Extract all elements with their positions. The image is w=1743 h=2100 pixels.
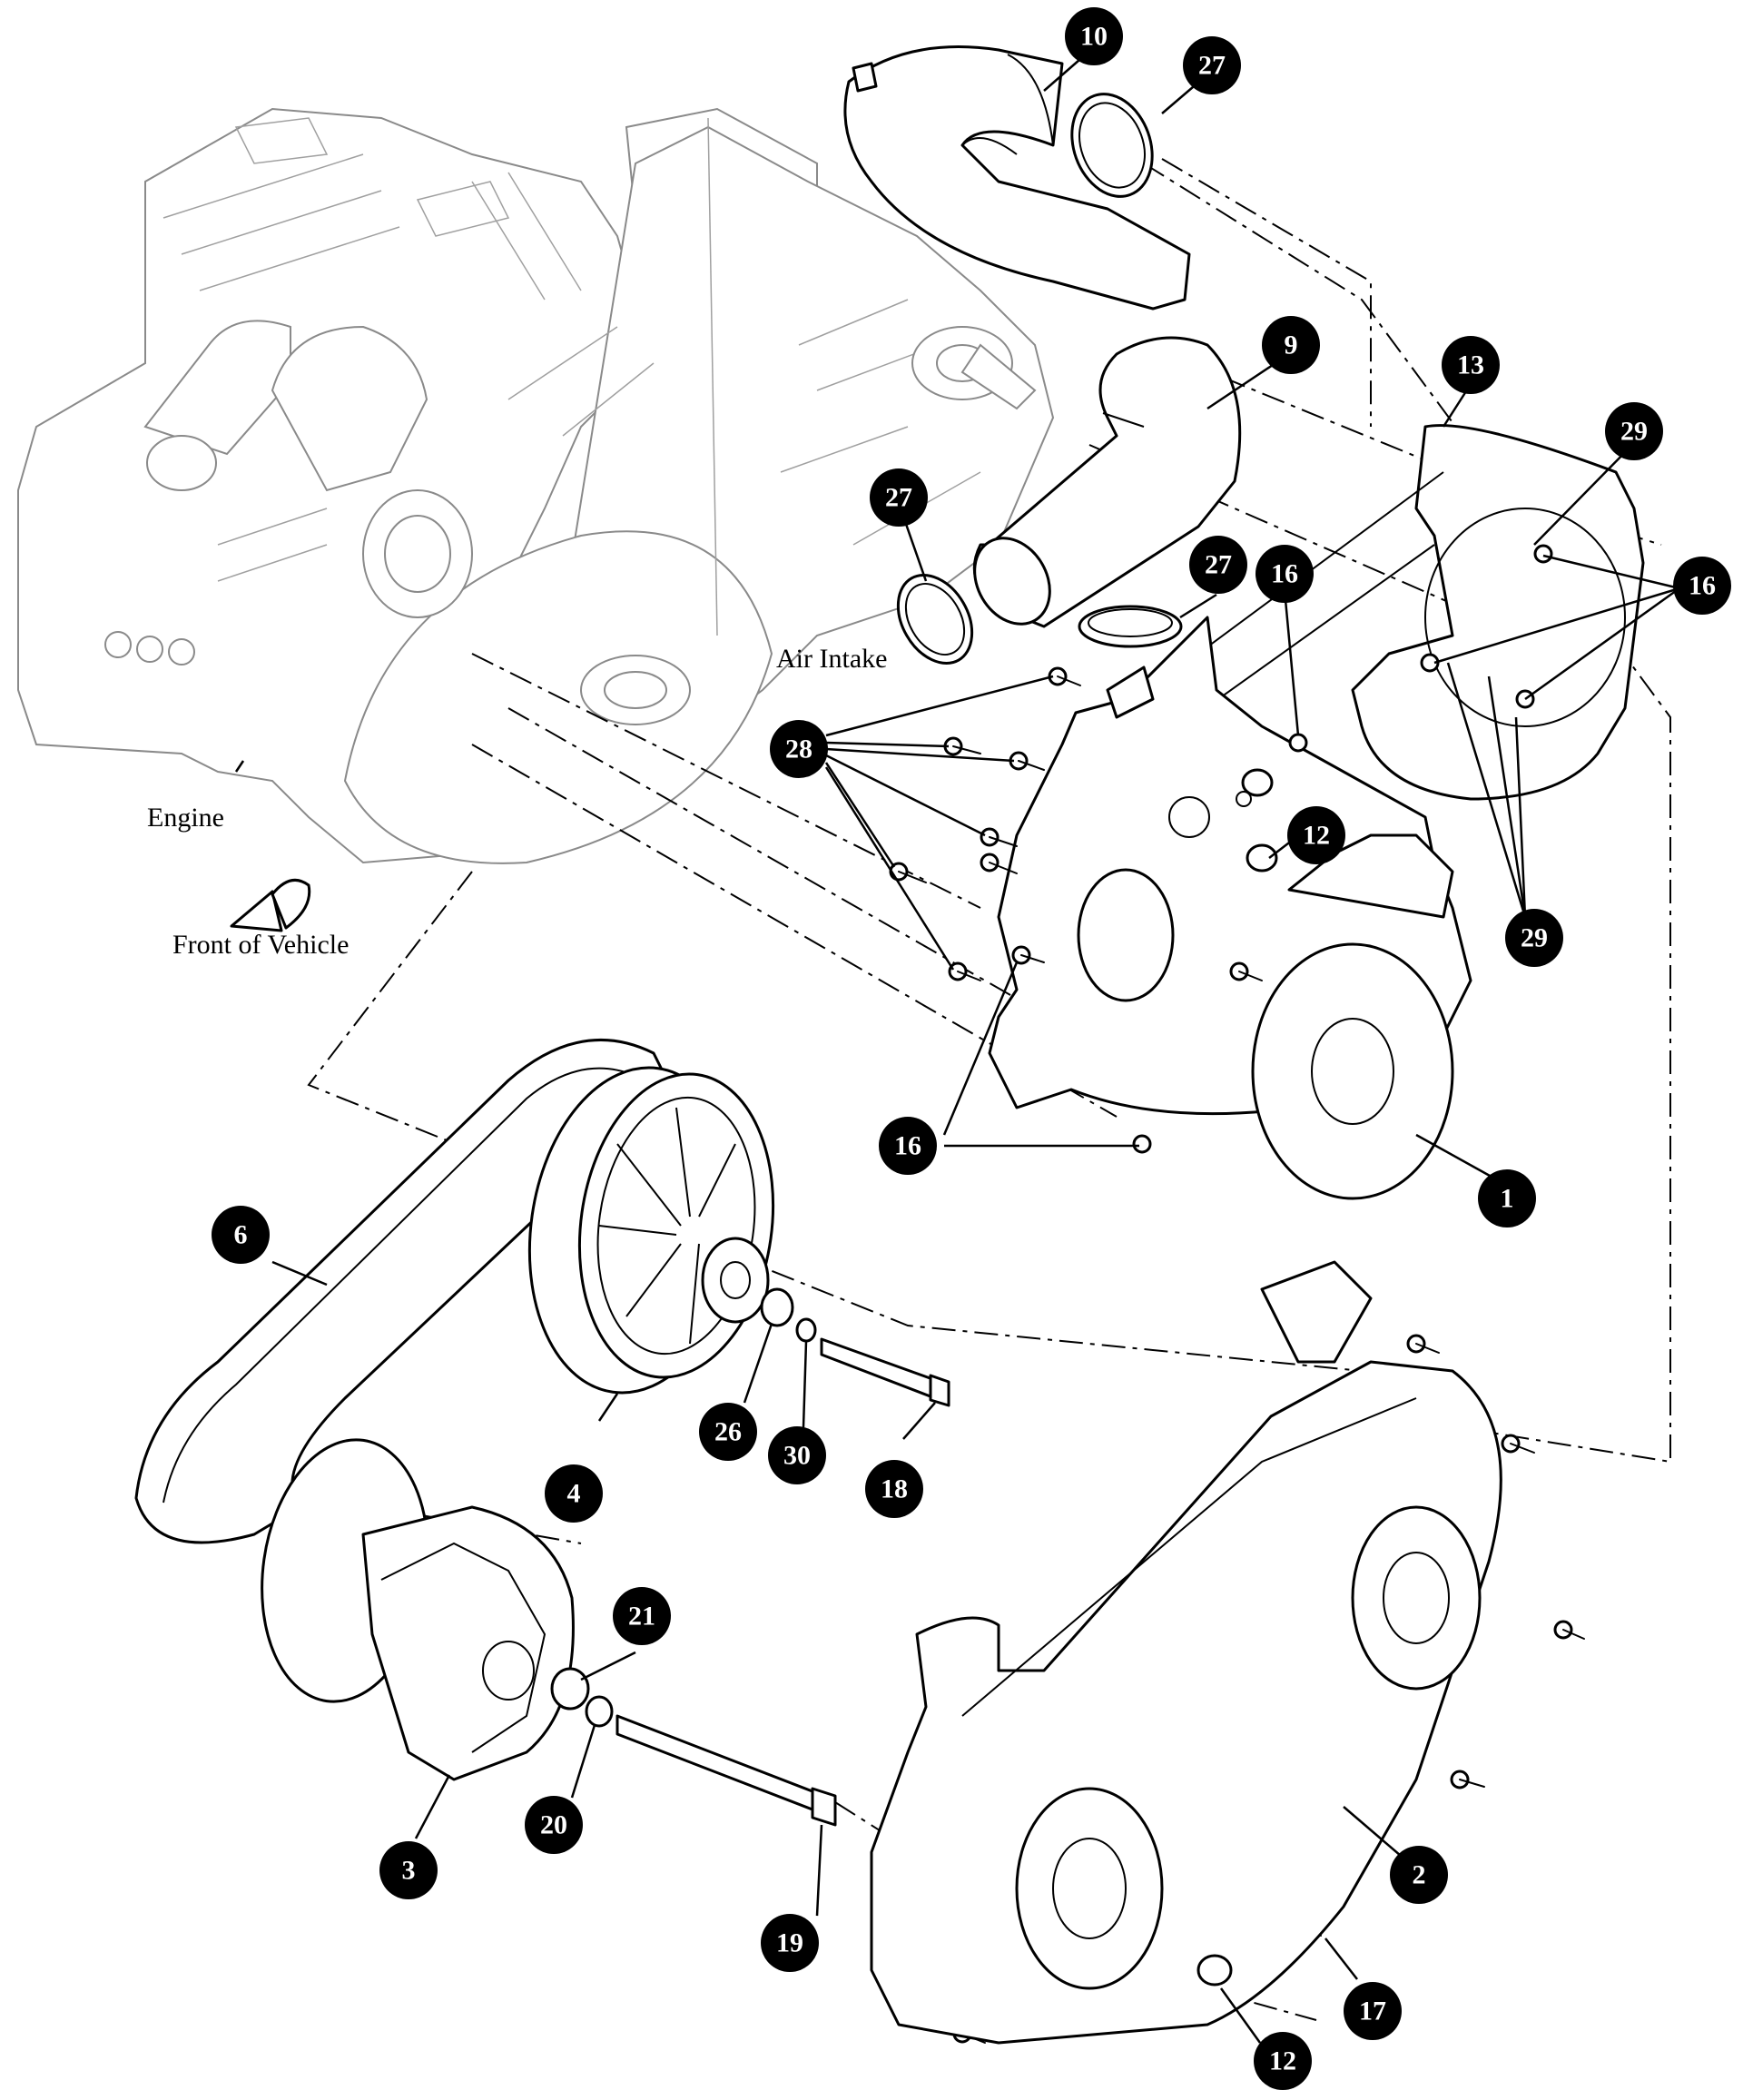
inner-cover-plate bbox=[988, 424, 1645, 1200]
svg-text:6: 6 bbox=[234, 1220, 248, 1250]
svg-text:21: 21 bbox=[628, 1602, 655, 1632]
hose-clamp-left-inner bbox=[904, 583, 966, 656]
svg-text:4: 4 bbox=[567, 1479, 581, 1509]
svg-text:16: 16 bbox=[894, 1131, 921, 1161]
svg-text:16: 16 bbox=[1689, 571, 1716, 601]
callout-3: 3 bbox=[379, 1841, 438, 1899]
svg-text:10: 10 bbox=[1080, 22, 1108, 52]
svg-text:29: 29 bbox=[1521, 923, 1548, 953]
intake-duct-lower bbox=[972, 336, 1242, 628]
callout-30: 30 bbox=[768, 1426, 826, 1484]
callout-26: 26 bbox=[699, 1403, 757, 1461]
callout-27: 27 bbox=[1183, 36, 1241, 94]
engine-label: Engine bbox=[147, 803, 224, 833]
bolts bbox=[889, 544, 1585, 2044]
callout-20: 20 bbox=[525, 1796, 583, 1854]
hose-clamp-lower-inner bbox=[1088, 608, 1173, 637]
svg-text:9: 9 bbox=[1285, 330, 1298, 360]
callout-16: 16 bbox=[1256, 545, 1314, 603]
callout-21: 21 bbox=[613, 1587, 671, 1645]
svg-text:12: 12 bbox=[1303, 821, 1330, 851]
callout-18: 18 bbox=[865, 1460, 923, 1518]
svg-text:19: 19 bbox=[776, 1928, 803, 1958]
callout-16: 16 bbox=[879, 1117, 937, 1175]
callout-16: 16 bbox=[1673, 557, 1731, 615]
callout-13: 13 bbox=[1442, 336, 1500, 394]
callout-9: 9 bbox=[1262, 316, 1320, 374]
hose-clamp-left bbox=[896, 574, 974, 665]
air-intake-label: Air Intake bbox=[776, 644, 887, 674]
svg-text:1: 1 bbox=[1501, 1184, 1514, 1214]
callout-27: 27 bbox=[1189, 536, 1247, 594]
callout-17: 17 bbox=[1344, 1982, 1402, 2040]
callout-4: 4 bbox=[545, 1464, 603, 1523]
intake-duct-upper bbox=[843, 45, 1191, 311]
secondary-washers-bolt bbox=[760, 1287, 950, 1407]
primary-clutch bbox=[261, 1438, 837, 1827]
hose-clamp-upper-inner bbox=[1078, 102, 1146, 189]
hose-clamp-upper bbox=[1070, 93, 1154, 198]
svg-text:13: 13 bbox=[1457, 350, 1484, 380]
svg-text:27: 27 bbox=[885, 483, 912, 513]
svg-text:28: 28 bbox=[785, 735, 812, 764]
front-arrow-icon bbox=[230, 878, 311, 932]
svg-text:17: 17 bbox=[1359, 1996, 1386, 2026]
svg-text:3: 3 bbox=[402, 1856, 416, 1886]
callout-27: 27 bbox=[870, 468, 928, 527]
svg-text:16: 16 bbox=[1271, 559, 1298, 589]
secondary-clutch bbox=[527, 1066, 775, 1395]
svg-text:30: 30 bbox=[783, 1441, 811, 1471]
callout-28: 28 bbox=[770, 720, 828, 778]
callout-12: 12 bbox=[1287, 806, 1345, 864]
svg-text:18: 18 bbox=[881, 1474, 908, 1504]
callout-12: 12 bbox=[1254, 2032, 1312, 2090]
callout-2: 2 bbox=[1390, 1846, 1448, 1904]
callout-1: 1 bbox=[1478, 1169, 1536, 1227]
plug-upper bbox=[1241, 768, 1278, 873]
callout-19: 19 bbox=[761, 1914, 819, 1972]
plug-lower bbox=[1196, 1954, 1233, 1987]
svg-text:27: 27 bbox=[1198, 51, 1226, 81]
callout-29: 29 bbox=[1505, 909, 1563, 967]
hose-clamp-lower bbox=[1078, 605, 1183, 648]
front-of-vehicle-label: Front of Vehicle bbox=[172, 930, 349, 960]
outer-cover bbox=[870, 1260, 1502, 2045]
callout-10: 10 bbox=[1065, 7, 1123, 65]
svg-text:12: 12 bbox=[1269, 2046, 1296, 2076]
callout-29: 29 bbox=[1605, 402, 1663, 460]
svg-text:20: 20 bbox=[540, 1810, 567, 1840]
svg-text:2: 2 bbox=[1413, 1860, 1426, 1890]
callout-6: 6 bbox=[212, 1206, 270, 1264]
engine-illustration bbox=[17, 107, 1055, 864]
svg-text:27: 27 bbox=[1205, 550, 1232, 580]
svg-text:29: 29 bbox=[1620, 417, 1648, 447]
svg-text:26: 26 bbox=[714, 1417, 742, 1447]
